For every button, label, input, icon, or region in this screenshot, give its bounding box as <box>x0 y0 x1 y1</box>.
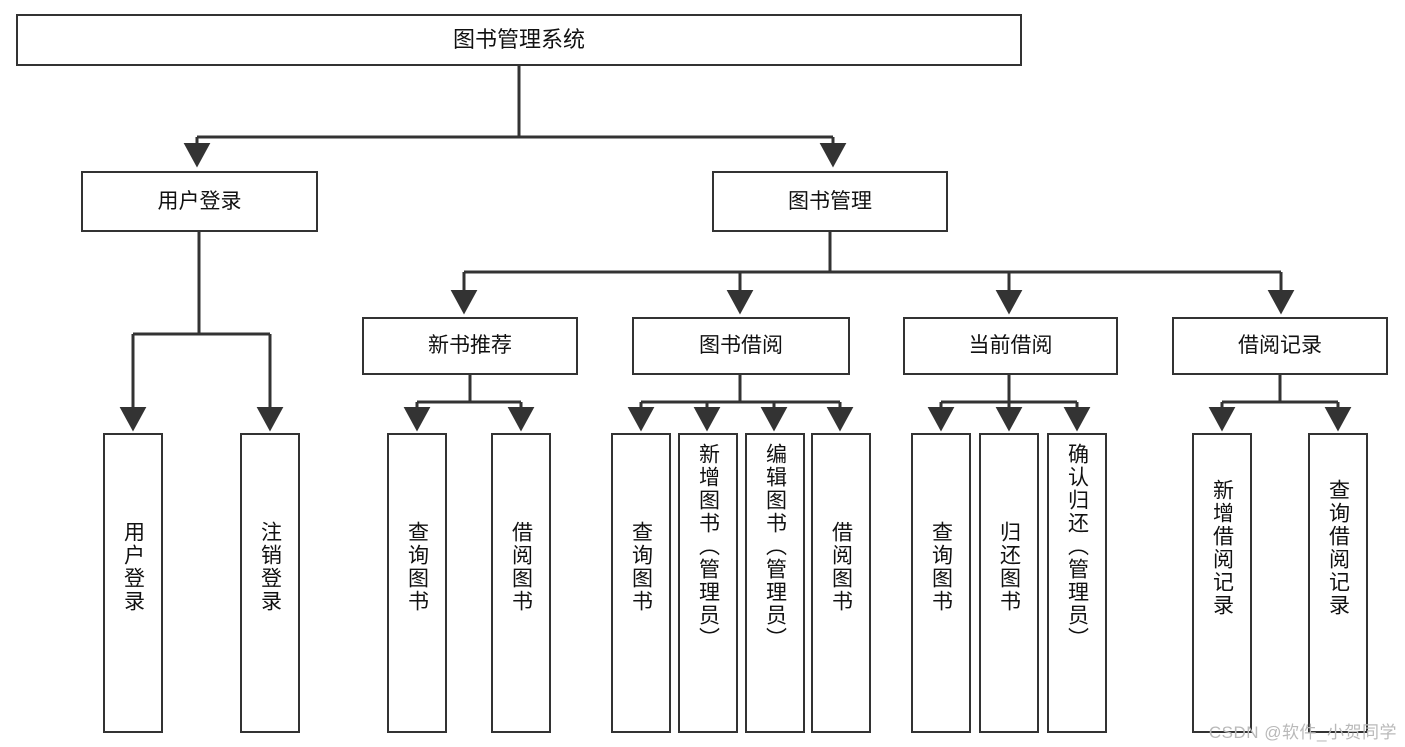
node-label: 查询图书 <box>405 521 429 613</box>
node-leaf-add-book-admin[interactable]: 新增图书（管理员） <box>678 433 738 733</box>
node-label: 用户登录 <box>121 521 145 613</box>
node-label: 借阅记录 <box>1238 334 1322 358</box>
node-user-login[interactable]: 用户登录 <box>81 171 318 232</box>
node-current-borrow[interactable]: 当前借阅 <box>903 317 1118 375</box>
node-label: 确认归还（管理员） <box>1065 443 1089 650</box>
node-label: 归还图书 <box>997 521 1021 613</box>
node-leaf-confirm-return-admin[interactable]: 确认归还（管理员） <box>1047 433 1107 733</box>
node-label: 新书推荐 <box>428 334 512 358</box>
node-leaf-user-login[interactable]: 用户登录 <box>103 433 163 733</box>
node-label: 查询借阅记录 <box>1326 479 1350 617</box>
node-label: 查询图书 <box>929 521 953 613</box>
node-leaf-query-book-3[interactable]: 查询图书 <box>911 433 971 733</box>
node-label: 用户登录 <box>157 189 242 213</box>
node-label: 新增借阅记录 <box>1210 479 1234 617</box>
node-label: 注销登录 <box>258 521 282 613</box>
node-label: 借阅图书 <box>509 521 533 613</box>
node-leaf-logout-login[interactable]: 注销登录 <box>240 433 300 733</box>
node-label: 编辑图书（管理员） <box>763 443 787 650</box>
node-label: 借阅图书 <box>829 521 853 613</box>
node-label: 图书管理系统 <box>452 26 585 52</box>
node-leaf-return-book[interactable]: 归还图书 <box>979 433 1039 733</box>
node-book-manage[interactable]: 图书管理 <box>712 171 948 232</box>
node-label: 图书借阅 <box>699 334 783 358</box>
node-root-book-management-system[interactable]: 图书管理系统 <box>16 14 1022 66</box>
node-leaf-borrow-book-2[interactable]: 借阅图书 <box>811 433 871 733</box>
node-new-book-recommend[interactable]: 新书推荐 <box>362 317 578 375</box>
node-label: 查询图书 <box>629 521 653 613</box>
node-leaf-query-book-1[interactable]: 查询图书 <box>387 433 447 733</box>
node-label: 当前借阅 <box>968 334 1053 358</box>
node-book-borrow[interactable]: 图书借阅 <box>632 317 850 375</box>
node-leaf-query-book-2[interactable]: 查询图书 <box>611 433 671 733</box>
node-leaf-edit-book-admin[interactable]: 编辑图书（管理员） <box>745 433 805 733</box>
node-leaf-borrow-book-1[interactable]: 借阅图书 <box>491 433 551 733</box>
node-leaf-query-borrow-record[interactable]: 查询借阅记录 <box>1308 433 1368 733</box>
node-leaf-add-borrow-record[interactable]: 新增借阅记录 <box>1192 433 1252 733</box>
node-label: 图书管理 <box>788 189 872 213</box>
node-borrow-record[interactable]: 借阅记录 <box>1172 317 1388 375</box>
node-label: 新增图书（管理员） <box>696 443 720 650</box>
